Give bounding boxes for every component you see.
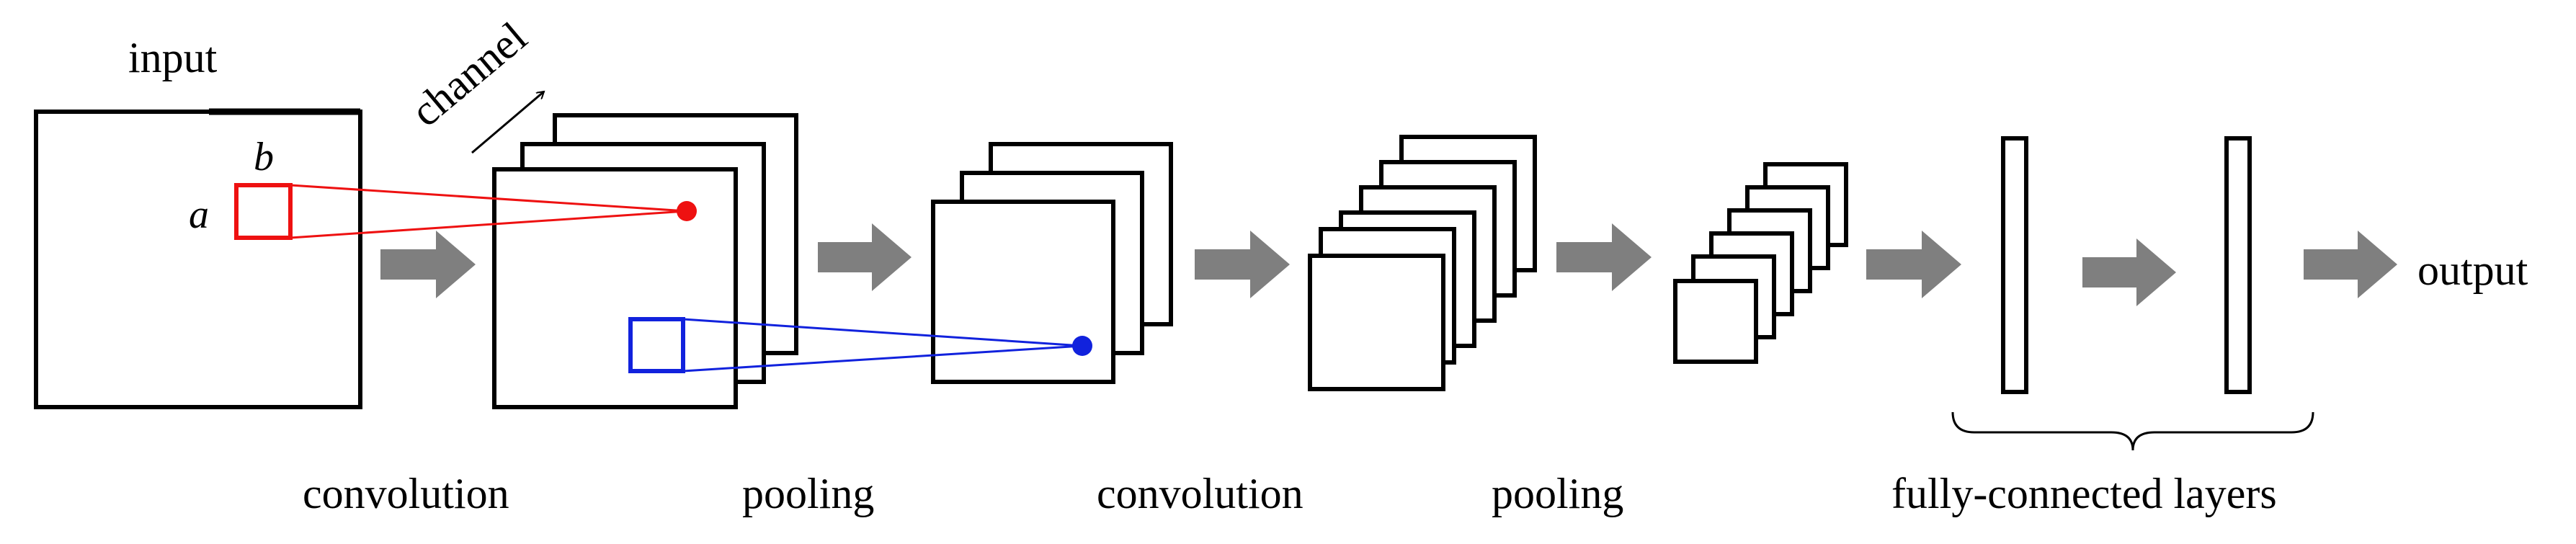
pool2-feature-maps <box>1673 162 1848 364</box>
flow-arrow-3 <box>1195 231 1290 298</box>
red-output-dot <box>677 201 697 221</box>
input-square <box>34 110 362 409</box>
flow-arrow-1 <box>380 231 476 298</box>
flow-arrow-4 <box>1556 223 1652 291</box>
conv1-map-1 <box>492 167 738 409</box>
red-projection-top <box>290 184 687 213</box>
output-label: output <box>2417 246 2528 294</box>
channel-arrow <box>471 92 544 154</box>
input-label: input <box>128 34 218 81</box>
stage-label-convolution-2: convolution <box>1097 470 1303 517</box>
blue-projection-bottom <box>682 344 1083 373</box>
pool1-feature-maps <box>931 142 1173 384</box>
stage-label-pooling-1: pooling <box>742 470 875 517</box>
blue-receptive-field <box>628 317 1092 373</box>
fc-brace <box>1951 411 2314 451</box>
kernel-height-label: a <box>189 192 209 237</box>
conv1-feature-maps <box>492 113 798 409</box>
conv2-feature-maps <box>1308 135 1537 391</box>
red-kernel-box <box>234 183 293 240</box>
blue-projection-top <box>682 318 1083 347</box>
blue-kernel-box <box>628 317 685 373</box>
flow-arrow-5 <box>1866 231 1961 298</box>
fc-layer-2 <box>2224 136 2252 394</box>
pool2-map-1 <box>1673 279 1758 364</box>
blue-output-dot <box>1072 336 1092 356</box>
flow-arrows <box>380 223 2397 306</box>
fc-layer-1 <box>2001 136 2028 394</box>
stage-label-convolution-1: convolution <box>303 470 509 517</box>
conv2-map-1 <box>1308 254 1445 391</box>
flow-arrow-2 <box>818 223 912 291</box>
red-projection-bottom <box>290 210 687 239</box>
kernel-width-label: b <box>254 135 274 179</box>
stage-label-pooling-2: pooling <box>1492 470 1624 517</box>
red-receptive-field <box>234 183 697 240</box>
flow-arrow-6 <box>2082 238 2176 306</box>
stage-label-fully-connected: fully-connected layers <box>1891 470 2277 517</box>
flow-arrow-7 <box>2304 231 2397 298</box>
